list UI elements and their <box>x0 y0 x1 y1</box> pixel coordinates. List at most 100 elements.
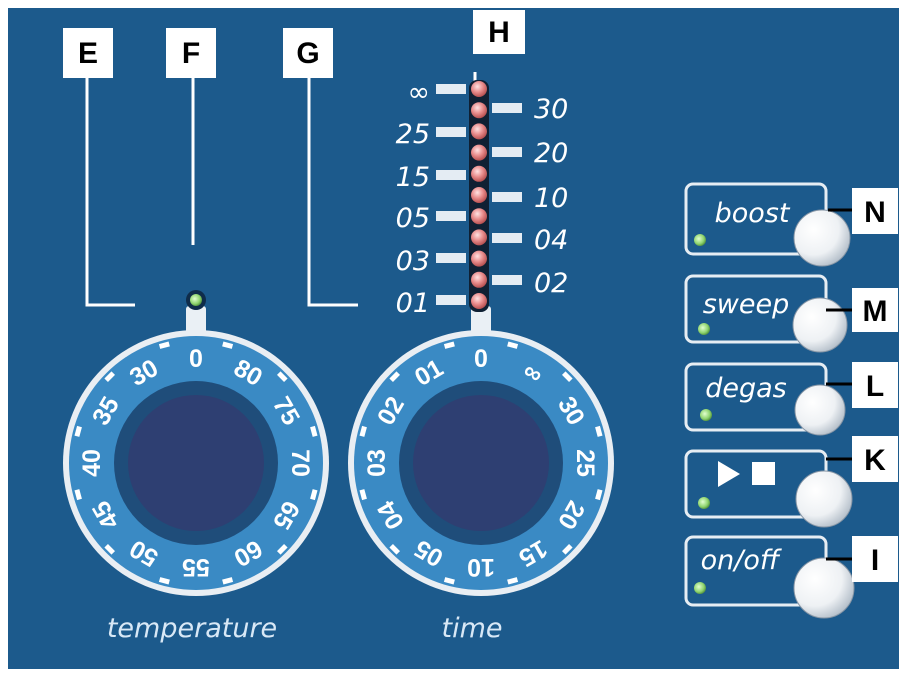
callout-e: E <box>63 28 113 78</box>
temperature-dial-tick <box>222 577 234 585</box>
time-dial-tick <box>443 341 455 349</box>
temperature-dial-tick <box>158 577 170 585</box>
time-dial-number: 10 <box>467 553 495 581</box>
time-dial-center <box>413 395 549 531</box>
boost-button-label: boost <box>715 198 791 229</box>
timer-led <box>471 271 487 288</box>
callout-label: F <box>182 37 200 70</box>
callout-box <box>852 536 898 582</box>
timer-led <box>471 144 487 161</box>
callout-g: G <box>283 28 333 78</box>
time-dial-tick <box>389 543 401 555</box>
timer-led <box>471 187 487 203</box>
callout-k: K <box>852 436 898 482</box>
callout-box <box>852 188 898 234</box>
temperature-indicator-led <box>190 294 202 306</box>
time-dial-number: 03 <box>363 449 391 477</box>
sweep-button-label: sweep <box>703 289 790 320</box>
boost-knob[interactable] <box>793 209 851 267</box>
callout-m: M <box>852 288 898 332</box>
time-dial-tick <box>595 425 603 437</box>
boost-led <box>694 234 706 246</box>
sweep-led <box>698 323 710 335</box>
scale-label-right: 30 <box>534 94 568 125</box>
temperature-dial-number: 55 <box>182 553 210 581</box>
play-icon <box>718 461 740 487</box>
temperature-dial-tick <box>310 425 318 437</box>
scale-label-right: 20 <box>534 138 568 169</box>
timer-led <box>471 229 487 246</box>
degas-button-label: degas <box>705 373 787 404</box>
callout-l: L <box>852 362 898 408</box>
on-off-led <box>694 582 706 594</box>
leader-line-e <box>85 78 135 307</box>
callout-box <box>166 28 216 78</box>
scale-label-left: 03 <box>396 246 430 277</box>
scale-bar <box>436 295 466 305</box>
scale-label-left: 05 <box>396 203 430 234</box>
callout-i: I <box>852 536 898 582</box>
timer-led <box>471 81 487 97</box>
temperature-dial-tick <box>276 371 288 383</box>
degas-button[interactable]: degas <box>684 362 846 436</box>
callout-label: N <box>864 196 886 229</box>
temperature-dial-tick <box>74 489 82 501</box>
start-stop-knob[interactable] <box>795 470 853 528</box>
time-dial-number: 0 <box>474 345 488 373</box>
temperature-dial-number: 40 <box>78 449 106 477</box>
callout-label: K <box>864 444 886 477</box>
temperature-dial-tick <box>74 425 82 437</box>
temperature-dial-tick <box>276 543 288 555</box>
degas-led <box>700 409 712 421</box>
time-dial-tick <box>443 577 455 585</box>
temperature-caption: temperature <box>107 613 277 644</box>
temperature-pointer <box>186 306 206 338</box>
callout-box <box>852 362 898 408</box>
on-off-knob[interactable] <box>793 557 855 619</box>
scale-bar <box>492 192 522 202</box>
scale-label-right: 04 <box>534 225 568 256</box>
callout-n: N <box>852 188 898 234</box>
scale-bar <box>436 84 466 94</box>
scale-label-left: 15 <box>396 162 430 193</box>
time-dial-tick <box>595 489 603 501</box>
temperature-dial-number: 0 <box>189 345 203 373</box>
time-dial-tick <box>359 489 367 501</box>
timer-led <box>471 165 487 182</box>
scale-bar <box>492 147 522 157</box>
degas-knob[interactable] <box>794 384 846 436</box>
time-caption: time <box>441 613 502 644</box>
scale-bar <box>436 170 466 180</box>
scale-bar <box>436 127 466 137</box>
temperature-dial-center <box>128 395 264 531</box>
temperature-dial-tick <box>104 543 116 555</box>
callout-box <box>283 28 333 78</box>
scale-bar <box>436 211 466 221</box>
timer-led <box>471 250 487 267</box>
scale-label-left: ∞ <box>408 77 431 108</box>
scale-label-left: 25 <box>396 119 430 150</box>
time-pointer <box>471 306 491 338</box>
temperature-dial-tick <box>104 371 116 383</box>
temperature-dial-tick <box>310 489 318 501</box>
start-stop-button[interactable] <box>684 449 853 528</box>
scale-bar <box>492 233 522 243</box>
boost-button[interactable]: boost <box>684 182 851 267</box>
callout-label: L <box>866 370 884 403</box>
time-dial-tick <box>359 425 367 437</box>
scale-label-right: 02 <box>534 268 568 299</box>
callout-box <box>63 28 113 78</box>
on-off-button[interactable]: on/off <box>684 535 855 619</box>
callout-h: H <box>473 10 525 54</box>
scale-label-left: 01 <box>396 288 430 319</box>
timer-led <box>471 102 487 119</box>
sweep-knob[interactable] <box>792 297 848 353</box>
temperature-dial-number: 70 <box>286 449 314 477</box>
callout-f: F <box>166 28 216 78</box>
temperature-dial-tick <box>158 341 170 349</box>
callout-label: G <box>296 37 319 70</box>
scale-bar <box>492 275 522 285</box>
